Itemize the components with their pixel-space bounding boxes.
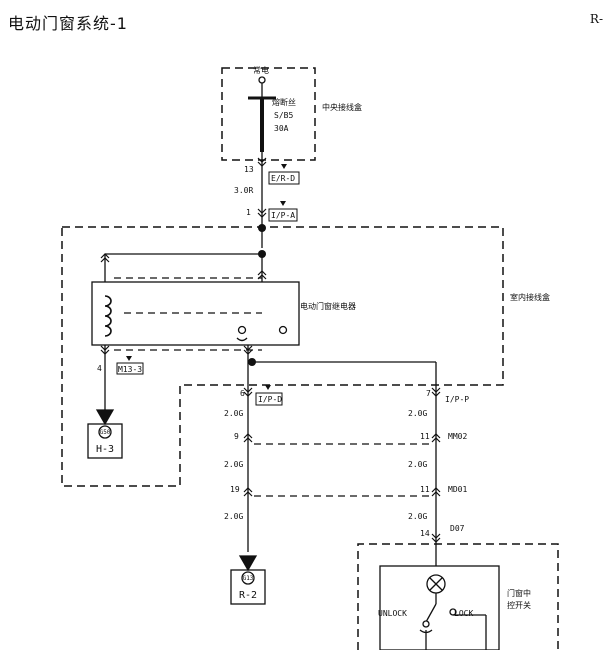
pin-4: 4 (97, 364, 102, 373)
unlock-label: UNLOCK (378, 609, 407, 618)
lock-switch-arm (425, 603, 437, 623)
wire-2-0g-6: 2.0G (408, 512, 427, 521)
lock-label: LOCK (454, 609, 473, 618)
switch-enclosure (357, 543, 559, 650)
connector-mm02: MM02 (448, 432, 467, 441)
hot-label: 常电 (253, 65, 269, 75)
connector-ip-a: I/P-A (271, 211, 295, 220)
pin-6: 6 (240, 389, 245, 398)
wire-2-0g-5: 2.0G (224, 512, 243, 521)
central-junction-box (221, 67, 316, 161)
pin-11b: 11 (420, 485, 430, 494)
ground-ref-r2: R-2 (239, 590, 257, 601)
page-code: R- (589, 12, 603, 26)
connector-d07: D07 (450, 524, 465, 533)
switch-label-1: 门窗中 (507, 588, 531, 598)
wire-2-0g-4: 2.0G (408, 460, 427, 469)
pin-13: 13 (244, 165, 254, 174)
connector-ip-p: I/P-P (445, 395, 469, 404)
fuse-name: 熔断丝 (272, 97, 296, 107)
pin-19: 19 (230, 485, 240, 494)
fuse-id: S/B5 (274, 111, 293, 120)
connector-m13-3: M13-3 (118, 365, 142, 374)
central-box-label: 中央接线盒 (322, 102, 362, 112)
pin-7: 7 (426, 389, 431, 398)
relay-body (91, 281, 300, 346)
relay-label: 电动门窗继电器 (300, 301, 356, 311)
wire-2-0g-1: 2.0G (224, 409, 243, 418)
relay-coil (104, 295, 112, 337)
pin-14: 14 (420, 529, 430, 538)
ground-ref-h3: H-3 (96, 444, 114, 455)
wire-3-0r: 3.0R (234, 186, 253, 195)
switch-label-2: 控开关 (507, 600, 531, 610)
connector-md01: MD01 (448, 485, 467, 494)
connector-ip-d: I/P-D (258, 395, 282, 404)
ground-code-g13: G13 (243, 575, 254, 582)
interior-box-label: 室内接线盒 (510, 292, 550, 302)
wire-2-0g-2: 2.0G (408, 409, 427, 418)
ground-h3-box (87, 423, 123, 459)
ground-r2-box (230, 569, 266, 605)
fuse-rating: 30A (274, 124, 289, 133)
pin-1: 1 (246, 208, 251, 217)
wire-2-0g-3: 2.0G (224, 460, 243, 469)
pin-11a: 11 (420, 432, 430, 441)
page-title: 电动门窗系统-1 (8, 14, 128, 33)
ground-code-g50: G50 (100, 429, 111, 436)
connector-er-d: E/R-D (271, 174, 295, 183)
pin-9: 9 (234, 432, 239, 441)
